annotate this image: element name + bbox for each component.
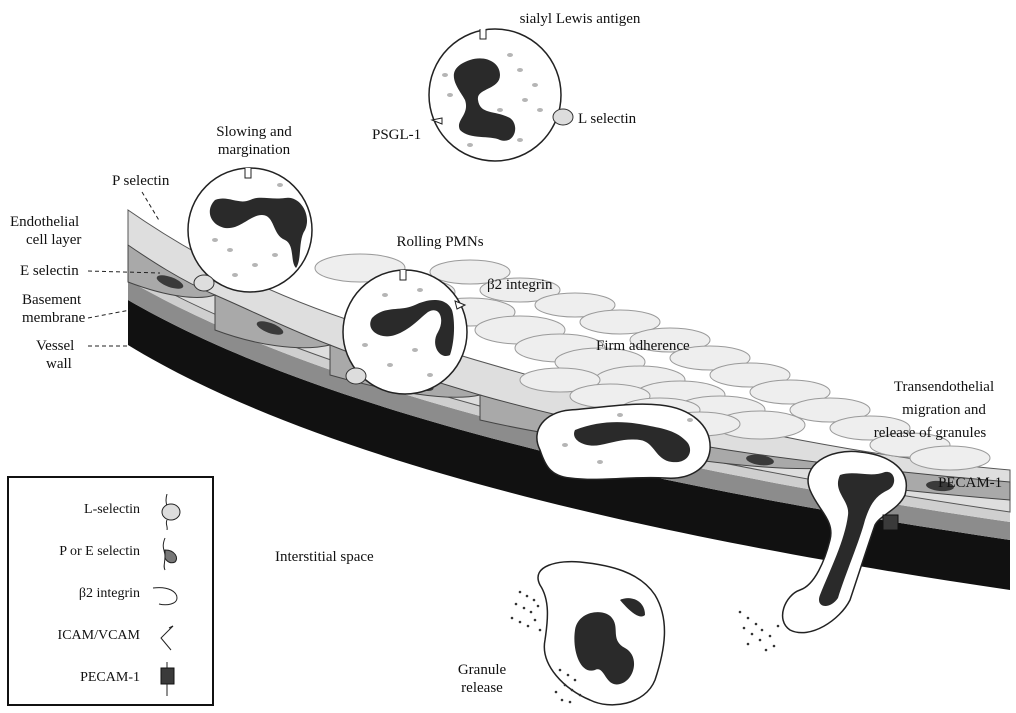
endothelial-label-line1: Endothelial (10, 213, 79, 231)
transendothelial-label-line3: release of granules (874, 424, 986, 442)
transendothelial-label-line1: Transendothelial (894, 378, 994, 396)
vessel-label-line1: Vessel (36, 337, 74, 355)
rolling-pmn (343, 270, 467, 394)
pecam-icon (149, 662, 189, 698)
legend-row-icam-vcam: ICAM/VCAM (9, 618, 212, 658)
vessel-label-line2: wall (46, 355, 72, 373)
legend-row-p-e-selectin: P or E selectin (9, 534, 212, 574)
b2-integrin-icon (149, 578, 189, 614)
slowing-label-line1: Slowing and (216, 123, 291, 141)
legend-label: L-selectin (84, 502, 140, 518)
transendothelial-label-line2: migration and (902, 401, 986, 419)
pecam-right-label: PECAM-1 (938, 474, 1002, 492)
granule-label-line1: Granule (458, 661, 506, 679)
sialyl-lewis-label: sialyl Lewis antigen (520, 10, 641, 28)
legend-row-l-selectin: L-selectin (9, 492, 212, 532)
interstitial-label: Interstitial space (275, 548, 374, 566)
adherent-pmn (537, 404, 710, 479)
granule-label-line2: release (461, 679, 503, 697)
legend-label: P or E selectin (59, 544, 140, 560)
legend-label: β2 integrin (79, 586, 140, 602)
legend-row-pecam: PECAM-1 (9, 660, 212, 700)
released-pmn (538, 562, 664, 705)
p-selectin-label: P selectin (112, 172, 169, 190)
legend-row-b2-integrin: β2 integrin (9, 576, 212, 616)
e-selectin-label: E selectin (20, 262, 79, 280)
p-e-selectin-icon (149, 536, 189, 572)
rolling-pmns-label: Rolling PMNs (396, 233, 483, 251)
b2-integrin-label: β2 integrin (487, 276, 553, 294)
legend-label: PECAM-1 (80, 670, 140, 686)
endothelial-label-line2: cell layer (26, 231, 81, 249)
psgl1-label: PSGL-1 (372, 126, 421, 144)
legend-box: L-selectin P or E selectin β2 integrin I… (7, 476, 214, 706)
basement-label-line1: Basement (22, 291, 81, 309)
circulating-pmn (429, 29, 573, 161)
l-selectin-top-label: L selectin (578, 110, 636, 128)
basement-label-line2: membrane (22, 309, 85, 327)
marginating-pmn (188, 168, 312, 292)
slowing-label-line2: margination (218, 141, 290, 159)
firm-adherence-label: Firm adherence (596, 337, 690, 355)
legend-label: ICAM/VCAM (58, 628, 140, 644)
l-selectin-icon (149, 494, 189, 530)
icam-vcam-icon (149, 620, 189, 656)
